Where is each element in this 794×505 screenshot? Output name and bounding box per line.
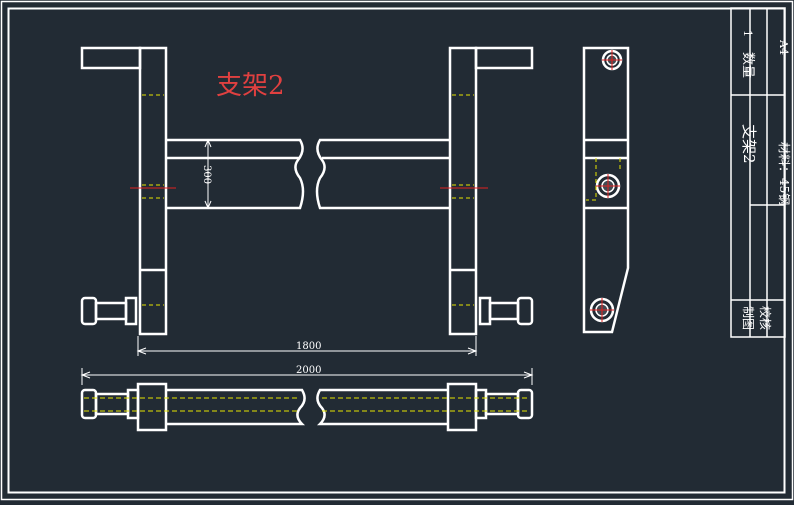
bottom-left-pin-collar [126,388,140,420]
side-hidden-lines [586,158,621,201]
left-column [138,46,168,336]
left-top-arm [80,46,142,70]
inner-border [7,7,786,494]
left-pin-shaft [94,301,128,321]
front-view [80,46,534,336]
quantity-value: 1 [741,30,754,37]
bottom-right-pin-head [516,388,534,420]
crossbar-right-segment [315,138,450,210]
dimension-overall-length [80,368,534,385]
bottom-right-pin-collar [474,388,488,420]
bottom-right-column [446,382,478,432]
material: 材料：45钢 [777,142,791,205]
checked-by-label: 校核 [758,306,773,330]
dimension-inner-span-label: 1800 [296,341,321,352]
drawn-by-label: 制图 [741,306,755,330]
dimension-overall-length-label: 2000 [296,365,321,376]
right-column [448,46,478,336]
paper-size: A4 [777,39,790,55]
crossbar-left-segment [166,138,305,210]
bottom-view [80,382,534,432]
side-plate-outline [582,46,630,334]
front-hidden-lines [142,94,474,306]
dimension-bar-height-label: 300 [201,165,212,184]
dimension-bar-height [204,138,212,210]
bottom-left-pin-head [80,388,98,420]
bottom-hidden-lines [84,397,530,412]
right-pin-shaft [488,301,520,321]
bottom-bar-right [316,388,448,426]
side-center-lines [590,50,622,322]
left-pin-head [80,296,98,326]
bottom-bar-left [166,388,306,426]
title-block [730,7,786,338]
bottom-left-column [136,382,168,432]
left-pin-collar [124,296,138,326]
dimension-inner-span [136,336,478,356]
quantity-label: 数量 [740,52,755,78]
drawing-title: 支架2 [216,71,285,101]
right-top-arm [474,46,534,70]
right-pin-collar [478,296,492,326]
part-name: 支架2 [740,124,758,164]
right-pin-head [516,296,534,326]
